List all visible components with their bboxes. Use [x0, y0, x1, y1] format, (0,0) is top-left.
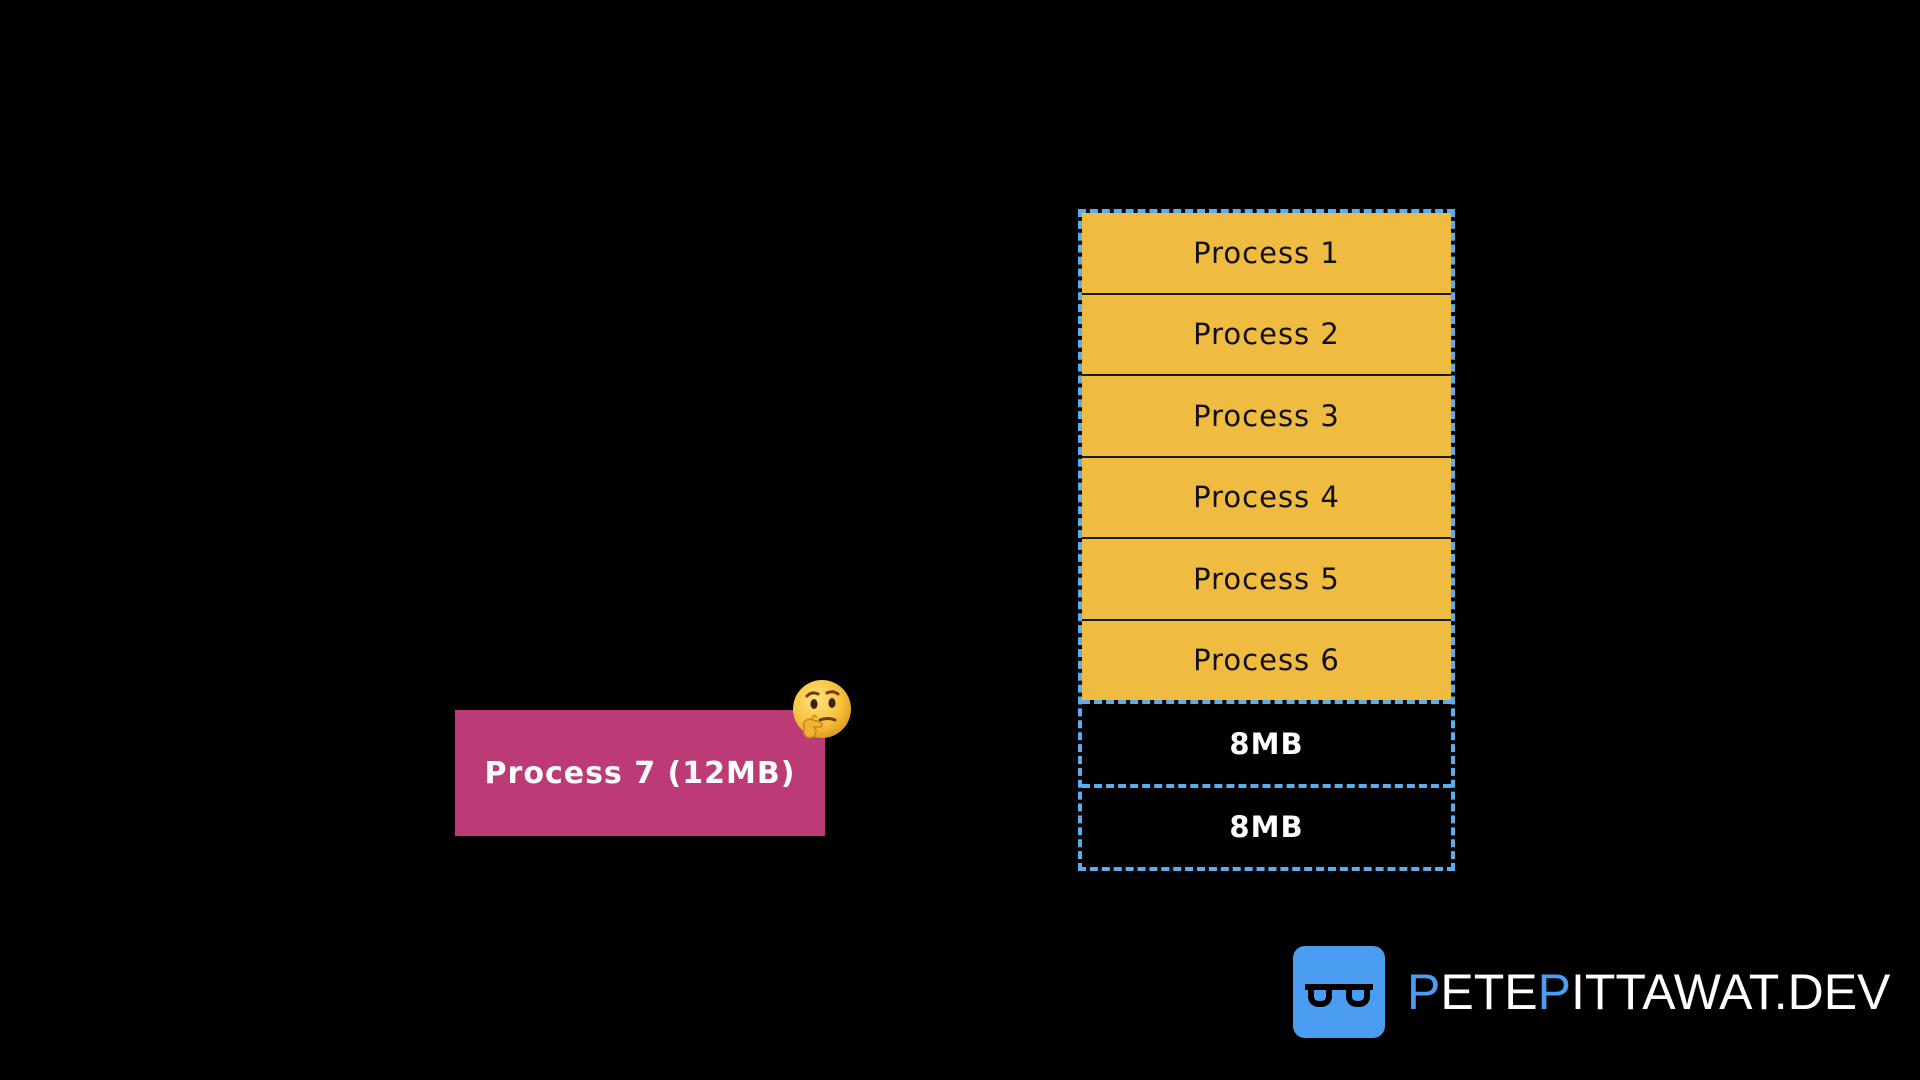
thinking-face-icon — [793, 680, 851, 739]
brand-rest-1: ETE — [1440, 964, 1538, 1020]
memory-slot-process-3: Process 3 — [1082, 376, 1451, 458]
memory-slot-process-1: Process 1 — [1082, 213, 1451, 295]
brand-initial-1: P — [1407, 964, 1441, 1020]
brand-name: PETEPITTAWAT.DEV — [1407, 963, 1890, 1021]
incoming-process-box: Process 7 (12MB) — [455, 710, 825, 836]
brand-initial-2: P — [1537, 964, 1571, 1020]
memory-slot-process-2: Process 2 — [1082, 294, 1451, 376]
memory-slot-free-1: 8MB — [1082, 700, 1451, 784]
brand-rest-2: ITTAWAT.DEV — [1570, 964, 1891, 1020]
glasses-logo-icon — [1293, 946, 1385, 1038]
memory-slot-process-6: Process 6 — [1082, 620, 1451, 700]
brand: PETEPITTAWAT.DEV — [1293, 946, 1890, 1038]
memory-stack: Process 1 Process 2 Process 3 Process 4 … — [1078, 209, 1455, 871]
memory-slot-free-2: 8MB — [1082, 783, 1451, 867]
memory-slot-process-4: Process 4 — [1082, 457, 1451, 539]
incoming-process-label: Process 7 (12MB) — [484, 755, 796, 791]
memory-slot-process-5: Process 5 — [1082, 539, 1451, 621]
